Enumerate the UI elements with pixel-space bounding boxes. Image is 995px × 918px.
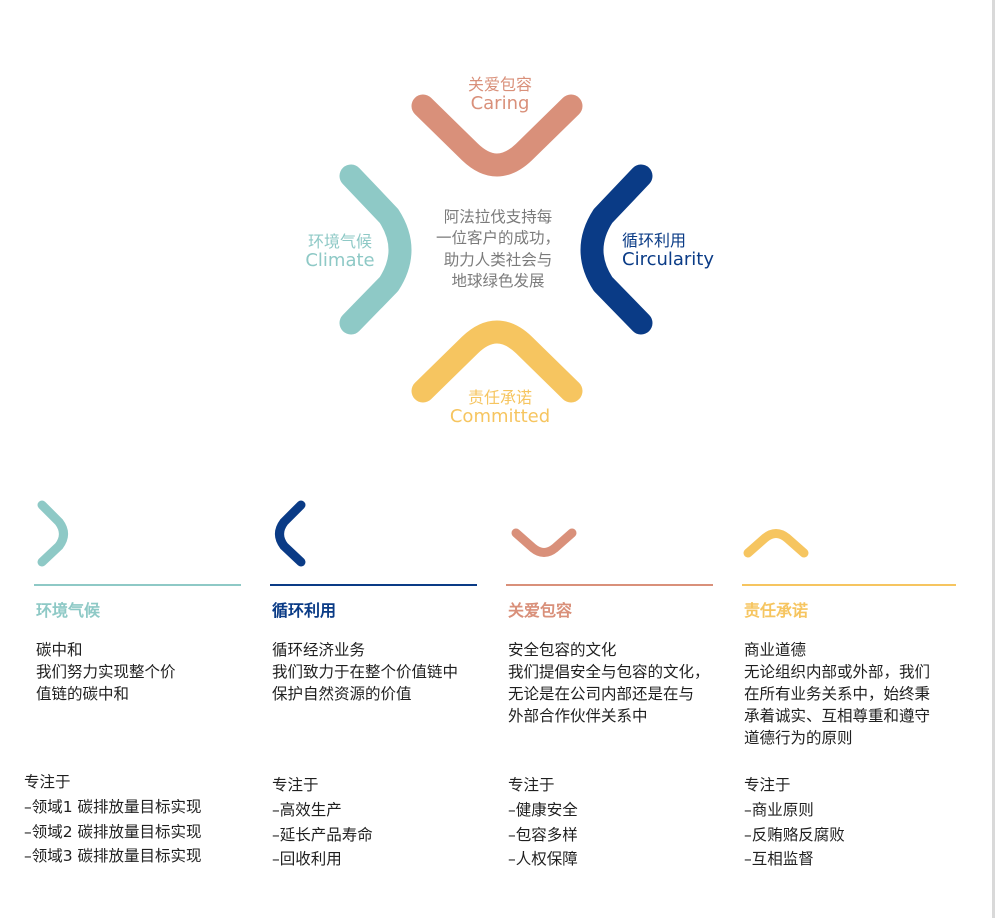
climate-label-cn: 环境气候 bbox=[307, 232, 372, 251]
desc-line: 循环经济业务 bbox=[272, 641, 366, 659]
desc-line: 无论组织内部或外部，我们 bbox=[744, 663, 931, 681]
climate-label: 环境气候 Climate bbox=[285, 233, 395, 271]
caring-label-cn: 关爱包容 bbox=[467, 75, 532, 94]
focus-item: –互相监督 bbox=[744, 850, 814, 869]
column-description: 碳中和 我们努力实现整个价 值链的碳中和 bbox=[36, 639, 176, 705]
circularity-chevron-shape bbox=[580, 164, 653, 335]
desc-line: 安全包容的文化 bbox=[508, 641, 617, 659]
focus-list: 专注于 –商业原则 –反贿赂反腐败 –互相监督 bbox=[744, 773, 845, 872]
column-heading: 循环利用 bbox=[272, 601, 337, 620]
caring-label: 关爱包容 Caring bbox=[425, 76, 575, 114]
focus-list: 专注于 –健康安全 –包容多样 –人权保障 bbox=[508, 773, 578, 872]
column-divider bbox=[270, 584, 477, 586]
chevron-down-icon bbox=[511, 528, 577, 557]
column-divider bbox=[742, 584, 956, 586]
column-heading: 环境气候 bbox=[36, 601, 101, 620]
focus-item: –包容多样 bbox=[508, 825, 578, 844]
desc-line: 保护自然资源的价值 bbox=[272, 685, 412, 703]
focus-title: 专注于 bbox=[744, 776, 791, 794]
column-divider bbox=[34, 584, 241, 586]
center-line: 阿法拉伐支持每 bbox=[443, 208, 553, 226]
focus-item: –健康安全 bbox=[508, 800, 578, 819]
desc-line: 道德行为的原则 bbox=[744, 729, 853, 747]
focus-item: –回收利用 bbox=[272, 850, 342, 869]
center-line: 助力人类社会与 bbox=[443, 250, 553, 269]
column-description: 循环经济业务 我们致力于在整个价值链中 保护自然资源的价值 bbox=[272, 639, 458, 705]
desc-line: 承着诚实、互相尊重和遵守 bbox=[744, 707, 931, 725]
caring-chevron-shape bbox=[411, 94, 583, 177]
desc-line: 外部合作伙伴关系中 bbox=[508, 707, 648, 725]
focus-list: 专注于 –高效生产 –延长产品寿命 –回收利用 bbox=[272, 773, 373, 872]
desc-line: 我们提倡安全与包容的文化， bbox=[508, 663, 710, 681]
column-divider bbox=[506, 584, 713, 586]
desc-line: 在所有业务关系中，始终秉 bbox=[744, 685, 931, 703]
committed-label-en: Committed bbox=[449, 405, 551, 427]
focus-title: 专注于 bbox=[24, 773, 71, 791]
chevron-right-icon bbox=[37, 500, 68, 567]
center-line: 地球绿色发展 bbox=[451, 272, 545, 291]
circularity-label-en: Circularity bbox=[622, 248, 715, 270]
focus-list: 专注于 –领域1 碳排放量目标实现 –领域2 碳排放量目标实现 –领域3 碳排放… bbox=[24, 770, 202, 869]
circularity-label: 循环利用 Circularity bbox=[622, 232, 732, 270]
desc-line: 值链的碳中和 bbox=[36, 685, 130, 703]
focus-item: –延长产品寿命 bbox=[272, 825, 373, 844]
desc-line: 我们努力实现整个价 bbox=[36, 663, 176, 681]
column-description: 商业道德 无论组织内部或外部，我们 在所有业务关系中，始终秉 承着诚实、互相尊重… bbox=[744, 639, 930, 749]
focus-title: 专注于 bbox=[272, 776, 319, 794]
right-edge-line bbox=[992, 0, 995, 918]
caring-label-en: Caring bbox=[470, 92, 530, 114]
column-heading: 责任承诺 bbox=[744, 601, 809, 620]
committed-chevron-shape bbox=[411, 320, 583, 403]
climate-chevron-shape bbox=[339, 164, 412, 335]
circularity-label-cn: 循环利用 bbox=[622, 231, 687, 250]
focus-item: –高效生产 bbox=[272, 800, 342, 819]
center-line: 一位客户的成功， bbox=[435, 229, 560, 248]
focus-item: –反贿赂反腐败 bbox=[744, 825, 845, 844]
desc-line: 我们致力于在整个价值链中 bbox=[272, 663, 459, 681]
column-heading: 关爱包容 bbox=[508, 601, 573, 620]
desc-line: 商业道德 bbox=[744, 641, 807, 659]
focus-item: –领域2 碳排放量目标实现 bbox=[24, 822, 202, 841]
focus-item: –人权保障 bbox=[508, 850, 578, 869]
committed-label: 责任承诺 Committed bbox=[425, 389, 575, 427]
chevron-up-icon bbox=[743, 529, 809, 558]
desc-line: 无论是在公司内部还是在与 bbox=[508, 685, 695, 703]
center-mission-text: 阿法拉伐支持每 一位客户的成功， 助力人类社会与 地球绿色发展 bbox=[428, 207, 568, 293]
focus-title: 专注于 bbox=[508, 776, 555, 794]
chevron-left-icon bbox=[275, 500, 306, 567]
committed-label-cn: 责任承诺 bbox=[467, 388, 532, 407]
focus-item: –商业原则 bbox=[744, 800, 814, 819]
focus-item: –领域1 碳排放量目标实现 bbox=[24, 797, 202, 816]
climate-label-en: Climate bbox=[305, 249, 375, 271]
column-description: 安全包容的文化 我们提倡安全与包容的文化， 无论是在公司内部还是在与 外部合作伙… bbox=[508, 639, 710, 727]
focus-item: –领域3 碳排放量目标实现 bbox=[24, 847, 202, 866]
desc-line: 碳中和 bbox=[36, 641, 83, 659]
